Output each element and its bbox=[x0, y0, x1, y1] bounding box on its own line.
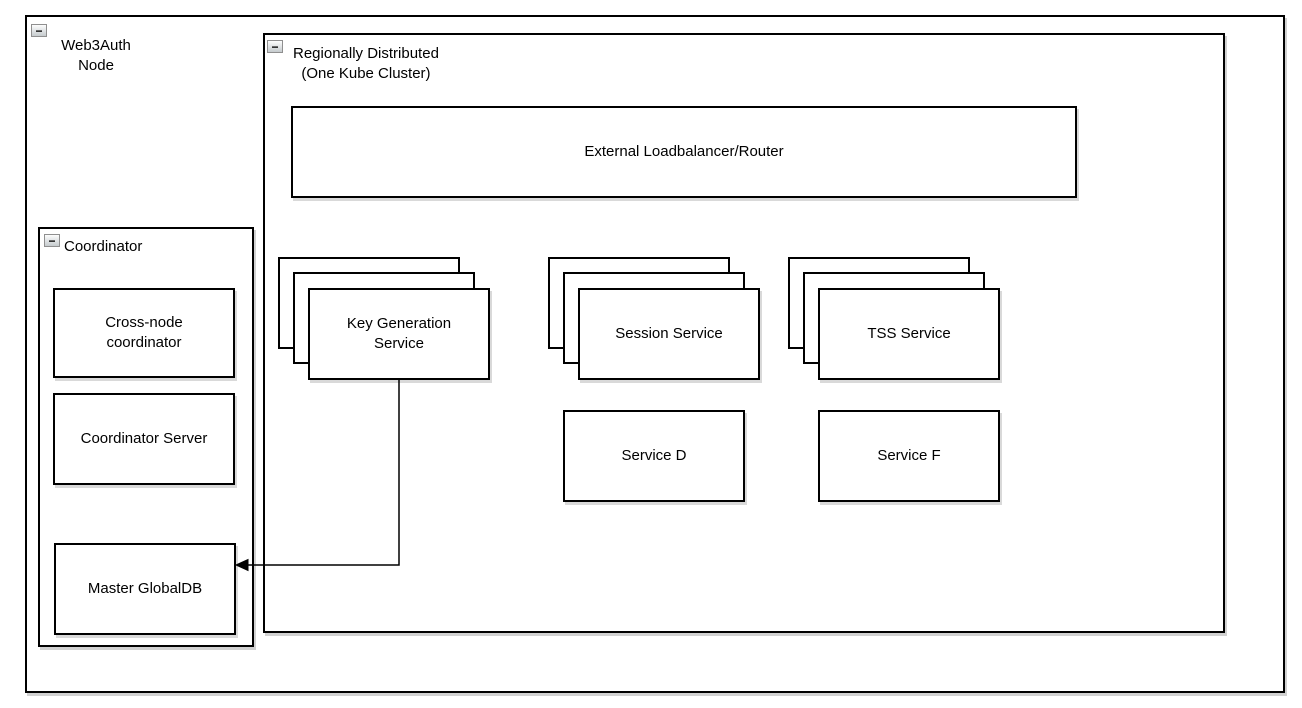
coordinator-title: Coordinator bbox=[64, 238, 143, 255]
node-cross-node-coordinator[interactable]: Cross-node coordinator bbox=[53, 288, 235, 378]
stack-layer-front[interactable]: TSS Service bbox=[818, 288, 1000, 380]
node-master-globaldb[interactable]: Master GlobalDB bbox=[54, 543, 236, 635]
tss-service-label: TSS Service bbox=[867, 325, 951, 342]
service-d-label: Service D bbox=[621, 447, 687, 464]
service-f-label: Service F bbox=[877, 447, 941, 464]
collapse-icon[interactable]: − bbox=[31, 24, 47, 37]
key-generation-service-label: Key Generation Service bbox=[346, 315, 452, 352]
collapse-icon[interactable]: − bbox=[44, 234, 60, 247]
collapse-icon[interactable]: − bbox=[267, 40, 283, 53]
node-service-f[interactable]: Service F bbox=[818, 410, 1000, 502]
node-stack-tss-service[interactable]: TSS Service bbox=[788, 257, 1000, 380]
web3auth-node-title: Web3Auth Node bbox=[61, 37, 131, 74]
node-coordinator-server[interactable]: Coordinator Server bbox=[53, 393, 235, 485]
stack-layer-front[interactable]: Session Service bbox=[578, 288, 760, 380]
node-external-loadbalancer[interactable]: External Loadbalancer/Router bbox=[291, 106, 1077, 198]
cross-node-coordinator-label: Cross-node coordinator bbox=[105, 314, 183, 351]
external-loadbalancer-label: External Loadbalancer/Router bbox=[584, 143, 784, 160]
session-service-label: Session Service bbox=[615, 325, 723, 342]
node-stack-session-service[interactable]: Session Service bbox=[548, 257, 760, 380]
coordinator-server-label: Coordinator Server bbox=[80, 430, 208, 447]
master-globaldb-label: Master GlobalDB bbox=[87, 580, 203, 597]
regionally-distributed-title: Regionally Distributed (One Kube Cluster… bbox=[293, 45, 439, 82]
node-service-d[interactable]: Service D bbox=[563, 410, 745, 502]
stack-layer-front[interactable]: Key Generation Service bbox=[308, 288, 490, 380]
node-stack-key-generation-service[interactable]: Key Generation Service bbox=[278, 257, 490, 380]
